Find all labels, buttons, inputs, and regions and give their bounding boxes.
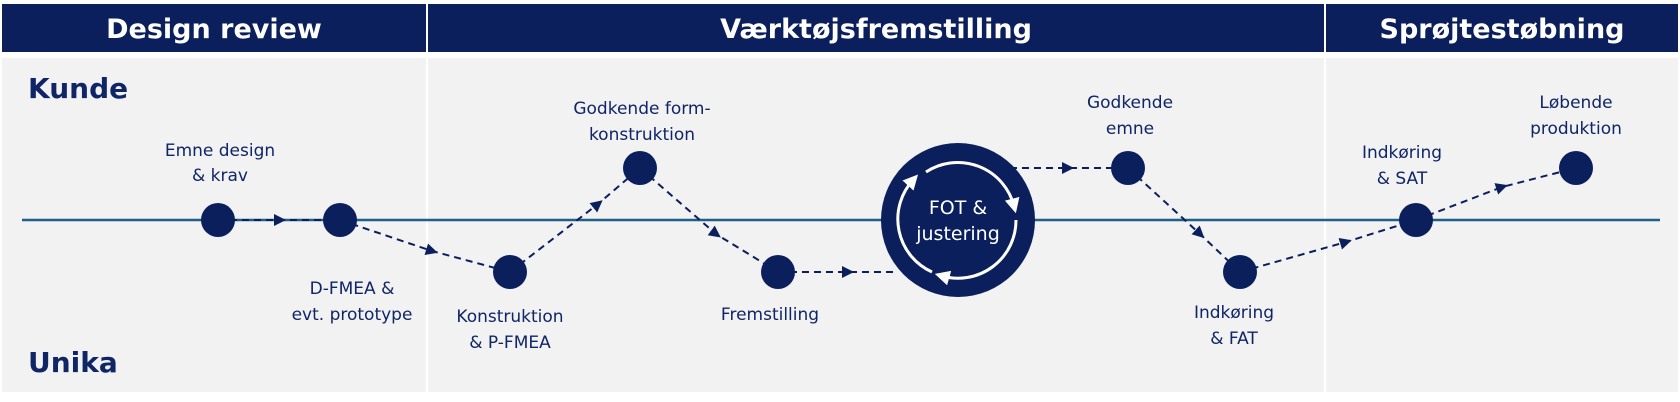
step-label: & krav xyxy=(192,166,248,186)
phase-body xyxy=(428,58,1324,392)
step-label: & P-FMEA xyxy=(469,333,551,353)
phase-header-vaerktoj xyxy=(428,4,1324,52)
step-node-d-fmea xyxy=(323,203,357,237)
step-label: & SAT xyxy=(1377,169,1428,189)
connectors xyxy=(218,162,1577,278)
fot-label-line: FOT & xyxy=(929,197,988,219)
step-label: Godkende form- xyxy=(573,99,710,119)
phase-label: Sprøjtestøbning xyxy=(1380,14,1625,45)
cycle-arrows-icon xyxy=(896,161,1020,286)
step-label: Løbende xyxy=(1539,93,1612,113)
step-label: Konstruktion xyxy=(456,307,563,327)
phase-label: Værktøjsfremstilling xyxy=(720,14,1032,45)
step-label: Emne design xyxy=(165,141,275,161)
step-label: produktion xyxy=(1530,119,1622,139)
step-label: Fremstilling xyxy=(721,305,819,325)
step-node-indkoring-sat xyxy=(1399,203,1433,237)
step-label: Godkende xyxy=(1087,93,1173,113)
lane-label-kunde: Kunde xyxy=(28,72,128,105)
step-label: Indkøring xyxy=(1362,143,1442,163)
phase-header-design-review xyxy=(2,4,426,52)
phase-label: Design review xyxy=(106,14,322,45)
step-node-konstruktion xyxy=(493,255,527,289)
step-label: emne xyxy=(1106,119,1154,139)
phase-body xyxy=(1326,58,1678,392)
step-label: & FAT xyxy=(1210,329,1258,349)
step-node-lobende xyxy=(1559,151,1593,185)
step-label: konstruktion xyxy=(589,125,695,145)
step-label: D-FMEA & xyxy=(310,279,395,299)
fot-label-line: justering xyxy=(915,223,1000,245)
step-node-fremstilling xyxy=(761,255,795,289)
fot-cycle-node: FOT & justering xyxy=(881,143,1035,297)
phase-header-sprojte xyxy=(1326,4,1678,52)
step-node-indkoring-fat xyxy=(1223,255,1257,289)
step-label: Indkøring xyxy=(1194,303,1274,323)
step-node-godkende-form xyxy=(623,151,657,185)
step-node-godkende-emne xyxy=(1111,151,1145,185)
step-node-emne-design xyxy=(201,203,235,237)
step-label: evt. prototype xyxy=(292,305,413,325)
lane-label-unika: Unika xyxy=(28,346,118,379)
